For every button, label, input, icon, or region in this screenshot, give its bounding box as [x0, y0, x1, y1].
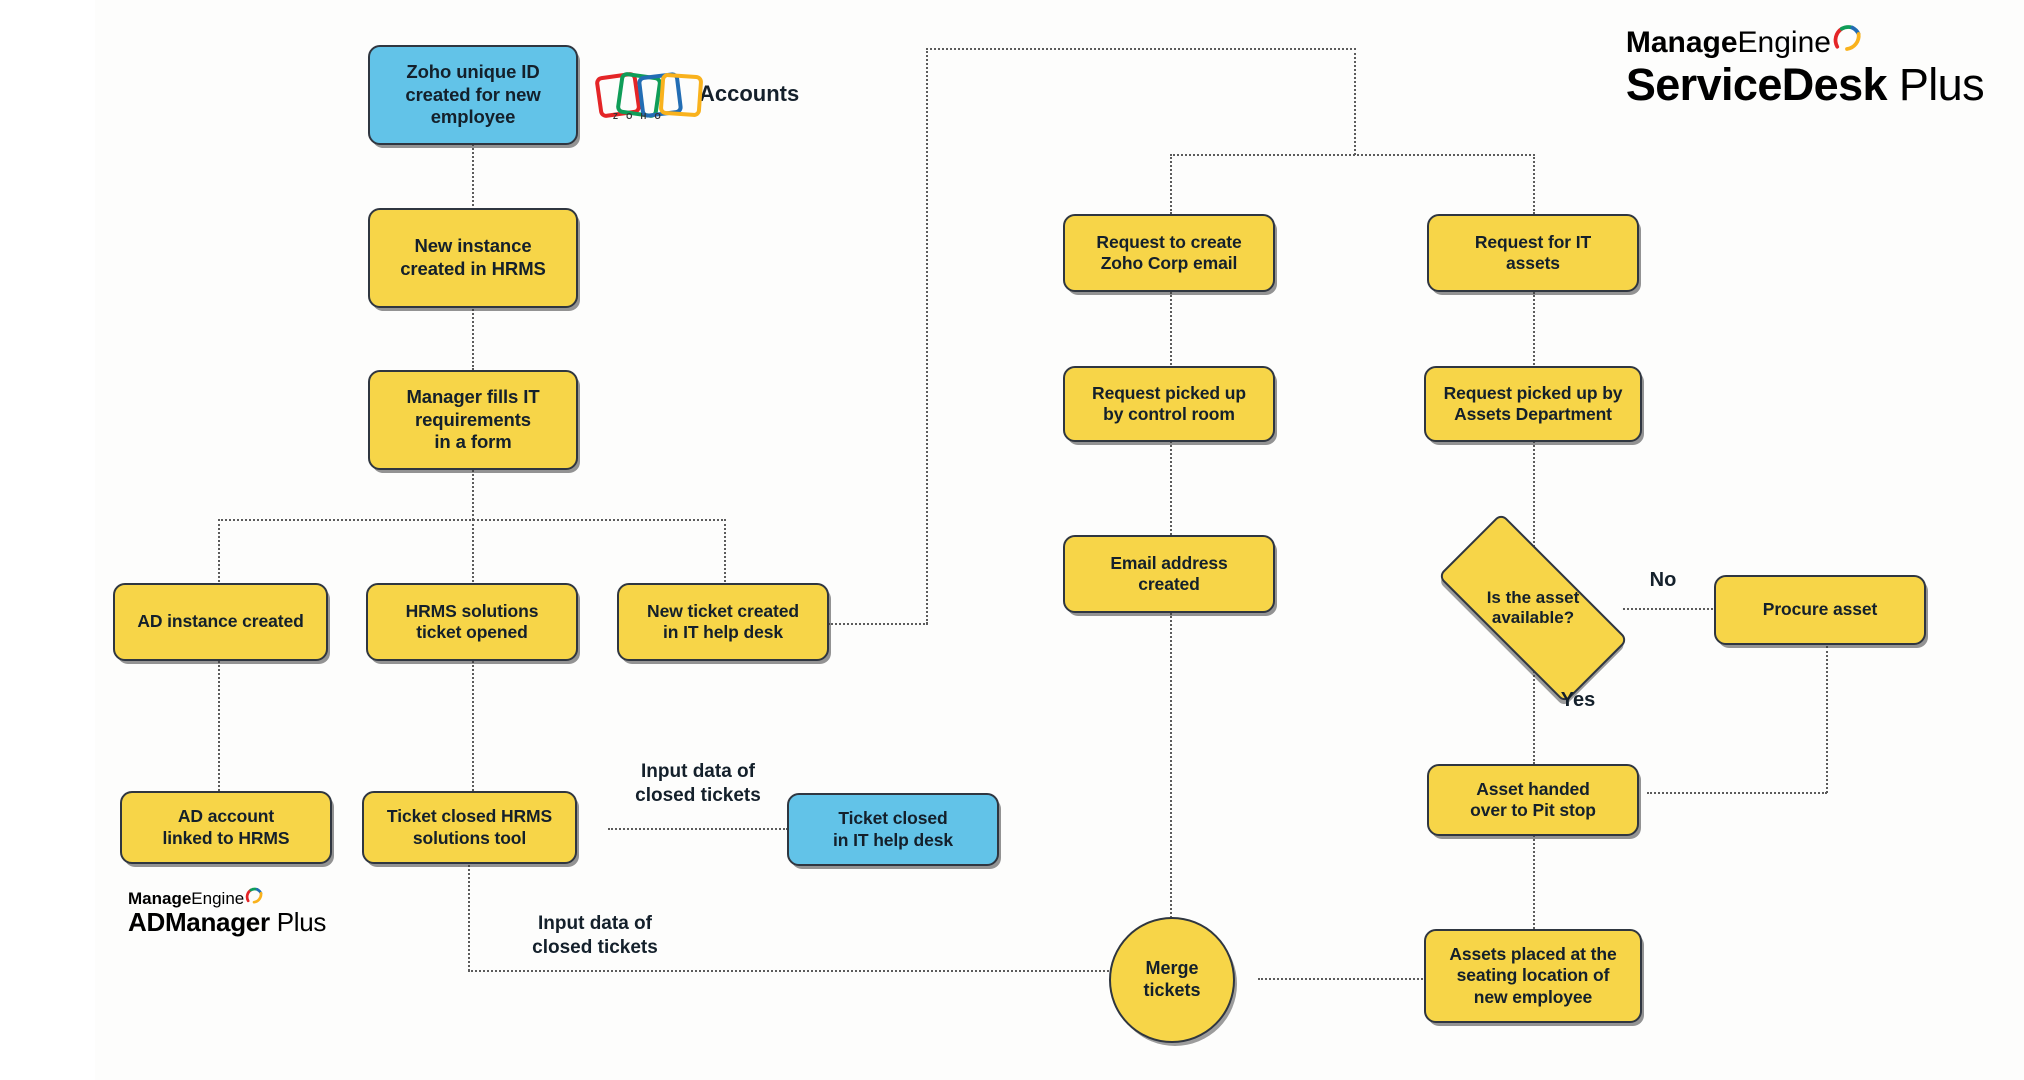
node-procure-asset[interactable]: Procure asset	[1714, 575, 1926, 645]
zoho-accounts-logo: Z O H O Accounts	[594, 70, 800, 121]
connector-itassets-to-assetsdept	[1533, 292, 1535, 372]
connector-hrmsclosed-down	[468, 860, 470, 971]
connector-diamond-yes-down	[1533, 652, 1535, 764]
zoho-logo-icon: Z O H O	[594, 70, 704, 121]
node-label: HRMS solutions ticket opened	[405, 600, 539, 642]
node-label: Request picked up by control room	[1092, 382, 1246, 424]
node-new-ticket-helpdesk[interactable]: New ticket created in IT help desk	[617, 583, 829, 661]
node-ticket-closed-hrms[interactable]: Ticket closed HRMS solutions tool	[362, 791, 577, 864]
node-label: Email address created	[1110, 552, 1228, 594]
node-manager-fills-it[interactable]: Manager fills IT requirements in a form	[368, 370, 578, 470]
connector-ticketclosed-input-top	[608, 828, 788, 830]
node-asset-handed-pitstop[interactable]: Asset handed over to Pit stop	[1427, 764, 1639, 836]
node-label: Asset handed over to Pit stop	[1470, 778, 1596, 820]
node-label: Request picked up by Assets Department	[1443, 382, 1623, 424]
connector-adinstance-to-adaccount	[218, 661, 220, 791]
node-label: Zoho unique ID created for new employee	[405, 61, 541, 128]
product-name-light: Plus	[1898, 59, 1985, 110]
connector-top-bus	[926, 48, 1356, 50]
node-asset-available-decision[interactable]: Is the asset available?	[1437, 512, 1629, 704]
connector-branch-right	[724, 519, 726, 582]
node-hrms-solutions-ticket[interactable]: HRMS solutions ticket opened	[366, 583, 578, 661]
node-label: AD account linked to HRMS	[162, 806, 290, 848]
node-label: Manager fills IT requirements in a form	[406, 386, 540, 453]
connector-newticket-up	[926, 48, 928, 624]
connector-diamond-no-to-procure	[1623, 608, 1713, 610]
node-ad-instance-created[interactable]: AD instance created	[113, 583, 328, 661]
product-name-light: Plus	[276, 907, 327, 937]
connector-manager-down	[472, 470, 474, 520]
node-request-it-assets[interactable]: Request for IT assets	[1427, 214, 1639, 292]
product-name-bold: ServiceDesk	[1625, 59, 1888, 110]
node-merge-tickets[interactable]: Merge tickets	[1109, 917, 1235, 1043]
node-label: Assets placed at the seating location of…	[1449, 943, 1617, 1007]
node-label: Ticket closed HRMS solutions tool	[386, 806, 553, 848]
product-name: ServiceDesk Plus	[1625, 59, 1985, 110]
diagram-panel	[95, 0, 2024, 1080]
manageengine-light: Engine	[191, 889, 245, 908]
connector-uniqueid-to-newinstance	[472, 144, 474, 206]
connector-newinstance-to-manager	[472, 306, 474, 370]
connector-pitstop-to-assetsplaced	[1533, 826, 1535, 929]
node-ad-account-linked[interactable]: AD account linked to HRMS	[120, 791, 332, 864]
node-label: Request for IT assets	[1474, 231, 1592, 273]
node-label: Procure asset	[1762, 599, 1878, 620]
manageengine-bold: Manage	[1625, 26, 1738, 59]
node-zoho-unique-id[interactable]: Zoho unique ID created for new employee	[368, 45, 578, 145]
node-label: New ticket created in IT help desk	[647, 600, 799, 642]
accounts-label: Accounts	[699, 81, 800, 106]
node-request-zoho-email[interactable]: Request to create Zoho Corp email	[1063, 214, 1275, 292]
connector-second-bus-left-down	[1170, 154, 1172, 214]
node-label: Request to create Zoho Corp email	[1096, 231, 1242, 273]
node-email-address-created[interactable]: Email address created	[1063, 535, 1275, 613]
connector-second-bus	[1170, 154, 1535, 156]
connector-emailcreated-to-merge	[1170, 613, 1172, 926]
manageengine-light: Engine	[1737, 26, 1831, 59]
connector-controlroom-to-emailcreated	[1170, 441, 1172, 535]
manageengine-bold: Manage	[128, 889, 192, 908]
edge-label-no: No	[1649, 569, 1677, 591]
connector-top-bus-down	[1354, 48, 1356, 155]
edge-label-input-closed-tickets-bottom: Input data of closed tickets	[532, 913, 658, 958]
connector-hrmsticket-to-ticketclosed	[472, 661, 474, 791]
node-label: Ticket closed in IT help desk	[832, 808, 954, 850]
product-name-bold: ADManager	[128, 907, 270, 937]
node-request-assets-dept[interactable]: Request picked up by Assets Department	[1424, 366, 1642, 442]
node-label: AD instance created	[137, 611, 304, 632]
edge-label-yes: Yes	[1560, 689, 1596, 711]
edge-label-input-closed-tickets-top: Input data of closed tickets	[635, 761, 761, 806]
connector-hrmsclosed-to-merge	[468, 970, 1113, 972]
product-name: ADManager Plus	[128, 907, 327, 938]
zoho-wordmark: Z O H O	[613, 112, 664, 121]
node-label: New instance created in HRMS	[400, 235, 546, 279]
node-assets-placed-seating[interactable]: Assets placed at the seating location of…	[1424, 929, 1642, 1023]
manageengine-swoosh-icon	[1833, 25, 1861, 51]
node-request-control-room[interactable]: Request picked up by control room	[1063, 366, 1275, 442]
connector-zohoemail-to-controlroom	[1170, 292, 1172, 372]
connector-procure-to-pitstop	[1647, 792, 1827, 794]
node-new-instance-hrms[interactable]: New instance created in HRMS	[368, 208, 578, 308]
manageengine-swoosh-icon	[246, 887, 263, 904]
connector-assetsdept-to-diamond	[1533, 441, 1535, 563]
zoho-square-yellow-icon	[658, 72, 704, 118]
connector-newticket-right	[828, 623, 928, 625]
connector-branch-left	[218, 519, 220, 582]
connector-merge-to-assetsplaced	[1258, 978, 1426, 980]
connector-branch-mid	[472, 519, 474, 582]
node-ticket-closed-helpdesk[interactable]: Ticket closed in IT help desk	[787, 793, 999, 866]
connector-procure-down	[1826, 646, 1828, 793]
connector-second-bus-right-down	[1533, 154, 1535, 214]
node-label: Is the asset available?	[1486, 587, 1580, 627]
